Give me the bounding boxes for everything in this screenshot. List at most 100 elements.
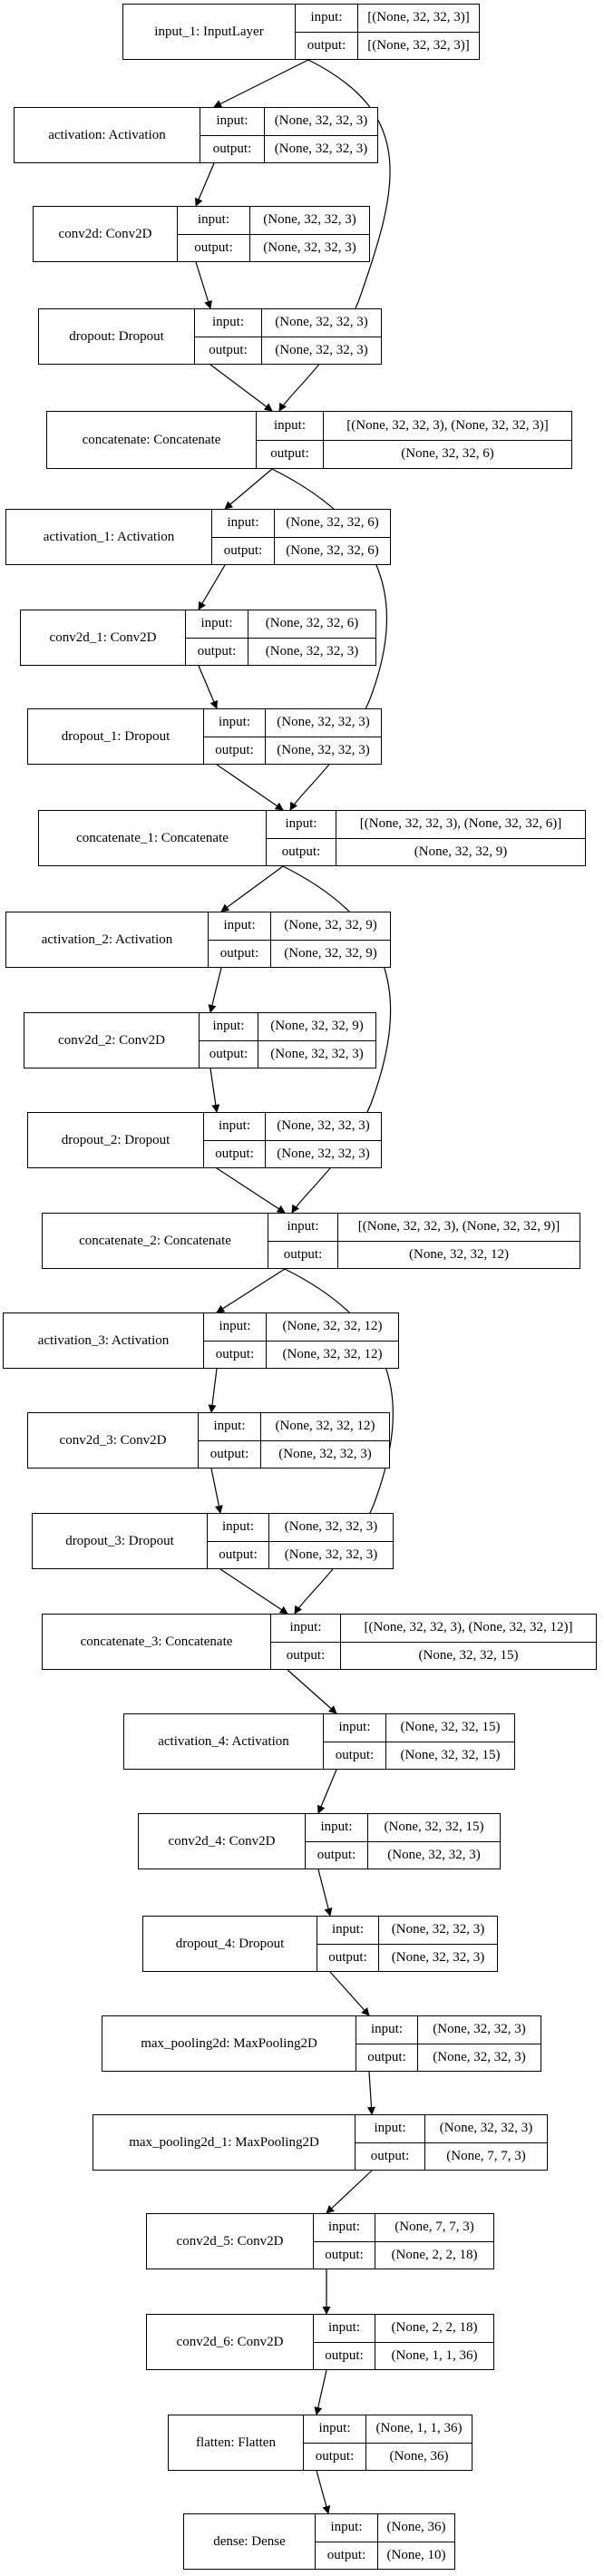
- input-shape: (None, 32, 32, 3): [266, 709, 381, 737]
- port-values: (None, 1, 1, 36) (None, 36): [366, 2415, 472, 2470]
- port-values: [(None, 32, 32, 3)][(None, 32, 32, 3)]: [358, 5, 479, 59]
- input-shape: (None, 7, 7, 3): [375, 2214, 493, 2242]
- layer-name: dropout: Dropout: [39, 309, 195, 364]
- port-values: (None, 32, 32, 3) (None, 7, 7, 3): [425, 2115, 547, 2170]
- input-shape: (None, 32, 32, 12): [261, 1413, 389, 1441]
- input-label: input:: [314, 2315, 375, 2343]
- layer-name: conv2d_4: Conv2D: [139, 1814, 306, 1869]
- input-label: input:: [296, 5, 357, 33]
- input-label: input:: [204, 1313, 266, 1342]
- layer-name: conv2d_1: Conv2D: [21, 610, 186, 665]
- output-shape: (None, 7, 7, 3): [446, 2148, 526, 2163]
- layer-name: dropout_3: Dropout: [33, 1514, 208, 1568]
- port-values: (None, 32, 32, 9)(None, 32, 32, 9): [271, 912, 390, 967]
- port-values: (None, 32, 32, 6)(None, 32, 32, 6): [275, 510, 390, 564]
- port-labels: input:output:: [324, 1714, 386, 1769]
- port-labels: input:output:: [356, 2016, 418, 2071]
- layer-name: activation_3: Activation: [4, 1313, 204, 1368]
- output-label: output:: [283, 1246, 323, 1262]
- output-shape: (None, 32, 32, 9): [414, 844, 508, 859]
- input-label: input:: [304, 2415, 365, 2444]
- input-label: input:: [316, 2514, 377, 2542]
- output-label: output:: [215, 1146, 254, 1161]
- layer-name: dropout_4: Dropout: [143, 1917, 317, 1971]
- output-shape: (None, 32, 32, 3): [387, 1847, 481, 1862]
- input-label: input:: [212, 510, 274, 538]
- output-label: output:: [286, 1647, 326, 1663]
- output-shape: (None, 32, 32, 15): [400, 1747, 501, 1762]
- output-shape: (None, 32, 32, 3): [391, 1949, 485, 1965]
- input-label: input:: [200, 108, 264, 136]
- output-shape: (None, 32, 32, 3): [275, 342, 368, 357]
- input-shape: (None, 32, 32, 3): [425, 2115, 547, 2143]
- port-labels: input: output:: [267, 811, 336, 865]
- output-shape: (None, 32, 32, 3): [270, 1046, 364, 1061]
- input-label: input:: [314, 2214, 375, 2242]
- input-shape: (None, 32, 32, 3): [269, 1514, 393, 1542]
- layer-name: conv2d_3: Conv2D: [28, 1413, 199, 1468]
- port-values: (None, 32, 32, 3)(None, 32, 32, 3): [250, 207, 369, 261]
- input-shape: [(None, 32, 32, 3), (None, 32, 32, 6)]: [336, 811, 585, 839]
- output-label: output:: [325, 2347, 364, 2363]
- port-values: (None, 32, 32, 3)(None, 32, 32, 3): [379, 1917, 497, 1971]
- input-label: input:: [268, 1214, 337, 1242]
- layer-name: concatenate: Concatenate: [47, 412, 257, 468]
- input-shape: (None, 32, 32, 15): [386, 1714, 514, 1742]
- port-labels: input:output:: [204, 709, 266, 764]
- output-label: output:: [209, 1446, 249, 1461]
- output-label: output:: [223, 542, 263, 558]
- port-values: (None, 32, 32, 3)(None, 32, 32, 3): [265, 108, 377, 162]
- layer-name: conv2d_6: Conv2D: [147, 2315, 314, 2369]
- output-label: output:: [326, 2547, 366, 2562]
- output-label: output:: [194, 239, 233, 255]
- port-values: (None, 32, 32, 3) (None, 32, 32, 3): [418, 2016, 541, 2071]
- layer-name: conv2d_2: Conv2D: [24, 1013, 200, 1068]
- input-shape: (None, 32, 32, 3): [418, 2016, 541, 2044]
- output-label: output:: [209, 342, 248, 357]
- input-shape: (None, 1, 1, 36): [366, 2415, 472, 2444]
- port-labels: input: output:: [204, 1113, 266, 1167]
- output-label: output:: [370, 2148, 410, 2163]
- input-label: input:: [267, 811, 336, 839]
- port-values: (None, 32, 32, 3)(None, 32, 32, 3): [266, 1113, 381, 1167]
- port-labels: input:output:: [199, 1413, 261, 1468]
- output-shape: (None, 32, 32, 3): [278, 1446, 372, 1461]
- output-label: output:: [281, 844, 321, 859]
- output-label: output:: [270, 446, 309, 462]
- port-labels: input:output:: [209, 912, 271, 967]
- input-label: input:: [200, 1013, 258, 1041]
- output-shape: (None, 32, 32, 15): [418, 1647, 519, 1663]
- port-values: (None, 2, 2, 18)(None, 1, 1, 36): [375, 2315, 493, 2369]
- port-values: [(None, 32, 32, 3), (None, 32, 32, 12)](…: [341, 1615, 596, 1669]
- output-shape: (None, 32, 32, 3): [265, 643, 359, 659]
- output-shape: (None, 36): [389, 2448, 449, 2464]
- port-values: (None, 32, 32, 12)(None, 32, 32, 12): [267, 1313, 398, 1368]
- layer-name: concatenate_3: Concatenate: [43, 1615, 271, 1669]
- input-label: input:: [204, 1113, 265, 1141]
- input-label: input:: [317, 1917, 378, 1945]
- port-labels: input:output:: [195, 309, 262, 364]
- layer-name: max_pooling2d: MaxPooling2D: [102, 2016, 356, 2071]
- layer-name: activation_2: Activation: [6, 912, 209, 967]
- port-labels: input:output:: [304, 2415, 366, 2470]
- port-values: (None, 36)(None, 10): [378, 2514, 454, 2569]
- port-values: (None, 32, 32, 9)(None, 32, 32, 3): [258, 1013, 375, 1068]
- input-label: input:: [257, 412, 323, 441]
- output-shape: (None, 32, 32, 3): [433, 2049, 526, 2064]
- port-values: (None, 32, 32, 3)(None, 32, 32, 3): [266, 709, 381, 764]
- output-shape: [(None, 32, 32, 3)]: [367, 37, 470, 53]
